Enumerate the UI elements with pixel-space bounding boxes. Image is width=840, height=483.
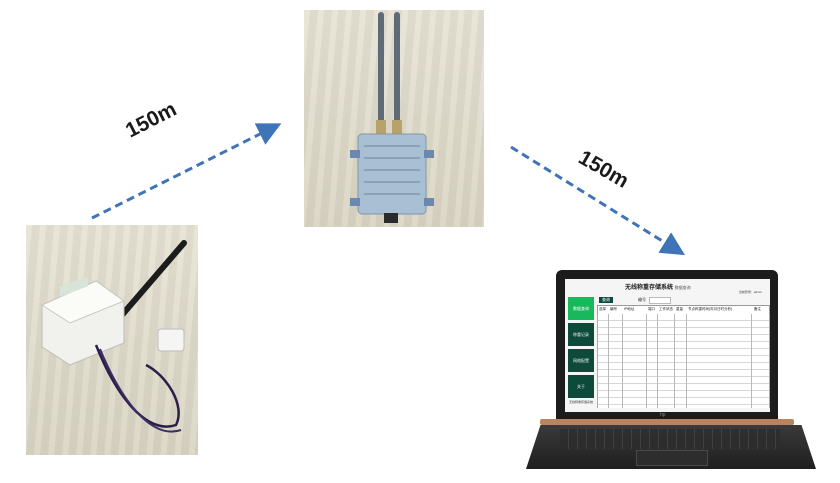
column-weight: 重量 [676, 307, 683, 311]
arrow-gateway-to-laptop [510, 145, 686, 256]
software-screen: 无线称重存储系统 数据查询 当前登录：admin 数据查询 称重记录 网络配置 … [565, 279, 770, 412]
column-notes: 备注 [754, 307, 761, 311]
laptop-keyboard [560, 429, 780, 449]
sidebar-item-network[interactable]: 网络配置 [568, 349, 594, 372]
filter-label: 编号 [638, 297, 646, 302]
column-status: 工作状态 [659, 307, 673, 311]
software-title: 无线称重存储系统 数据查询 [625, 285, 691, 291]
gateway-photo [304, 10, 484, 227]
table-divider [751, 314, 752, 408]
table-divider [646, 314, 647, 408]
column-id: 编号 [610, 307, 617, 311]
filter-input[interactable] [649, 297, 671, 304]
gateway-device-icon [350, 12, 434, 223]
table-divider [622, 314, 623, 408]
table-divider [686, 314, 687, 408]
laptop-bezel [556, 412, 778, 419]
sensor-device-icon [40, 240, 187, 433]
sidebar-item-about[interactable]: 关于 [568, 375, 594, 398]
table-divider [674, 314, 675, 408]
laptop-hinge [540, 419, 794, 425]
software-subtitle: 数据查询 [674, 285, 691, 290]
arrow-sensor-to-gateway [91, 123, 282, 220]
laptop-brand-logo: hp [660, 412, 666, 418]
laptop-trackpad [636, 450, 708, 466]
search-button[interactable]: 查询 [599, 297, 613, 303]
sidebar-footer: 无线称重存储系统 [568, 400, 593, 404]
login-info: 当前登录：admin [738, 290, 762, 294]
table-divider [608, 314, 609, 408]
sidebar-item-records[interactable]: 称重记录 [568, 323, 594, 346]
column-time: 节点称重时间(年月日时分秒) [688, 307, 733, 311]
table-divider [657, 314, 658, 408]
column-ip: IP地址 [624, 307, 635, 311]
sensor-node-photo [26, 225, 198, 455]
data-table: 选择 编号 IP地址 端口 工作状态 重量 节点称重时间(年月日时分秒) 备注 [597, 305, 770, 408]
column-port: 端口 [648, 307, 655, 311]
table-rows [597, 314, 770, 408]
software-sidebar: 数据查询 称重记录 网络配置 关于 无线称重存储系统 [568, 297, 594, 409]
column-select: 选择 [599, 307, 606, 311]
sidebar-item-query[interactable]: 数据查询 [568, 297, 594, 320]
